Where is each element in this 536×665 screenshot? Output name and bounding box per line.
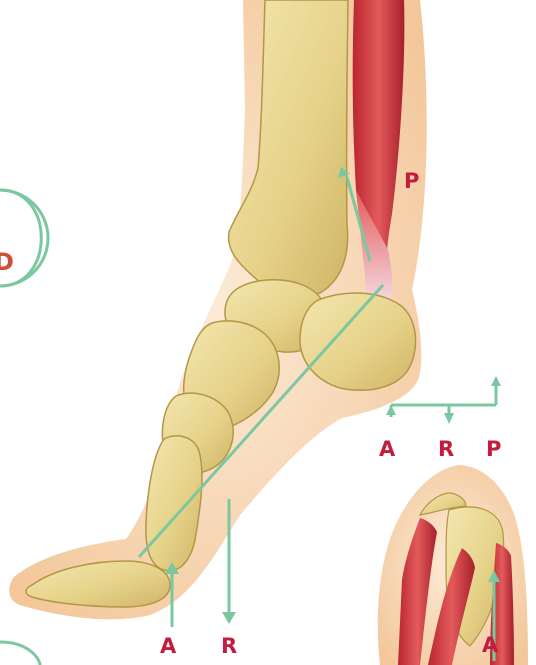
left-circle-marker: D (0, 190, 48, 286)
label-a-right: A (379, 437, 396, 461)
label-a-lower: A (160, 634, 177, 658)
ankle-cross-section-inset (378, 465, 528, 665)
calcaneus-bone (300, 293, 416, 390)
circle-top-label: D (0, 248, 14, 276)
label-r-right: R (438, 437, 454, 461)
label-r-lower: R (221, 634, 237, 658)
label-p-right: P (486, 437, 501, 461)
left-bottom-circle-marker (0, 642, 40, 665)
label-a-inset: A (482, 633, 499, 657)
label-p-upper: P (404, 169, 419, 193)
